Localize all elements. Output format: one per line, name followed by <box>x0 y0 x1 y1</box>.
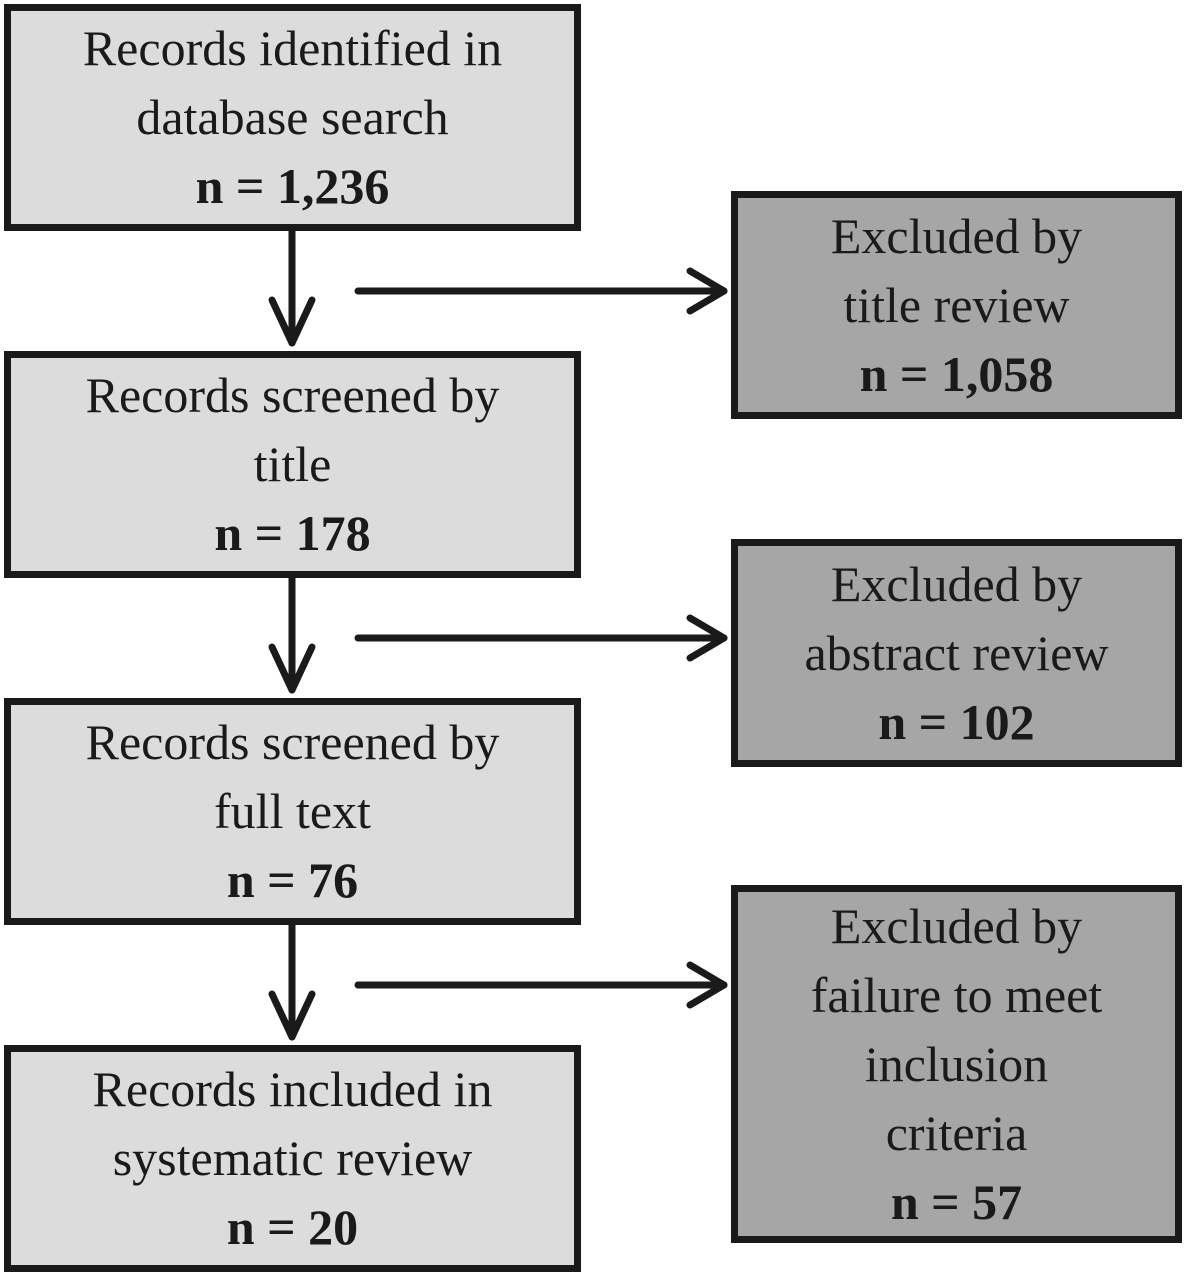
exclusion-label-line: failure to meet <box>810 966 1103 1023</box>
stage-label-line: Records screened by <box>85 367 500 423</box>
stage-label-line: systematic review <box>112 1130 473 1186</box>
stage-label-line: Records included in <box>92 1061 493 1117</box>
exclusion-count: n = 102 <box>878 693 1035 750</box>
stage-label-line: Records screened by <box>85 714 500 770</box>
stage-label-line: title <box>253 436 332 492</box>
stage-label-line: full text <box>214 783 371 839</box>
exclusion-label-line: Excluded by <box>830 897 1083 954</box>
stage-box-identified: Records identified in database search n … <box>4 4 581 231</box>
exclusion-box-inclusion-criteria: Excluded by failure to meet inclusion cr… <box>731 885 1182 1243</box>
exclusion-count: n = 57 <box>890 1173 1023 1230</box>
stage-count: n = 20 <box>226 1199 359 1255</box>
stage-label-line: Records identified in <box>82 20 503 76</box>
arrow-to-exclusion-2 <box>354 614 728 662</box>
arrow-stage-3-to-4 <box>268 921 316 1041</box>
exclusion-label-line: inclusion <box>864 1035 1049 1092</box>
stage-count: n = 76 <box>226 852 359 908</box>
exclusion-label-line: criteria <box>885 1104 1028 1161</box>
stage-box-included: Records included in systematic review n … <box>4 1045 581 1272</box>
stage-label-line: database search <box>136 89 449 145</box>
arrow-stage-1-to-2 <box>268 227 316 347</box>
exclusion-label-line: Excluded by <box>830 555 1083 612</box>
exclusion-label-line: title review <box>843 276 1070 333</box>
exclusion-label-line: abstract review <box>804 624 1109 681</box>
arrow-to-exclusion-3 <box>354 961 728 1009</box>
arrow-to-exclusion-1 <box>354 267 728 315</box>
exclusion-box-title-review: Excluded by title review n = 1,058 <box>731 191 1182 419</box>
exclusion-box-abstract-review: Excluded by abstract review n = 102 <box>731 539 1182 767</box>
stage-count: n = 178 <box>214 505 371 561</box>
arrow-stage-2-to-3 <box>268 574 316 694</box>
stage-count: n = 1,236 <box>195 158 390 214</box>
exclusion-label-line: Excluded by <box>830 207 1083 264</box>
exclusion-count: n = 1,058 <box>859 345 1054 402</box>
stage-box-fulltext-screen: Records screened by full text n = 76 <box>4 698 581 925</box>
stage-box-title-screen: Records screened by title n = 178 <box>4 351 581 578</box>
